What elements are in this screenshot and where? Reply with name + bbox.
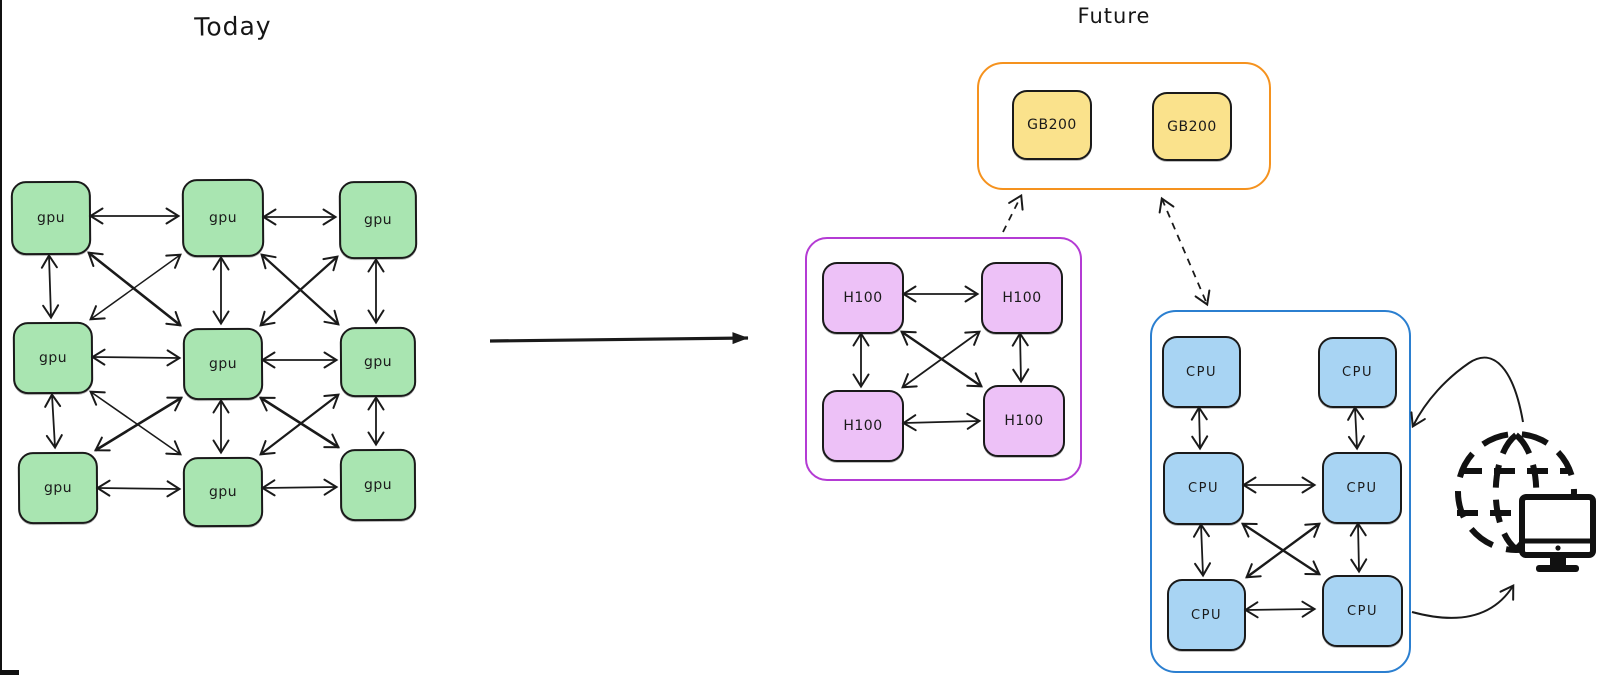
gpu-node: gpu [17, 451, 99, 525]
connection-arrow [40, 253, 60, 320]
monitor-base [1536, 565, 1579, 572]
gpu-node: gpu [182, 327, 264, 401]
gb200-node: GB200 [1152, 92, 1232, 161]
gb200-to-cpu-dashed-arrow [1158, 196, 1211, 307]
connection-arrow [260, 253, 340, 326]
globe-circle [1455, 431, 1577, 553]
connection-arrow [95, 479, 182, 498]
gpu-node: gpu [339, 326, 417, 398]
cpu-node: CPU [1167, 579, 1246, 651]
connection-arrow [93, 396, 184, 452]
cpu-node: CPU [1322, 575, 1403, 647]
globe-monitor-icon [1455, 431, 1596, 572]
future-title: Future [1077, 4, 1151, 28]
h100-node: H100 [822, 262, 904, 334]
gpu-node: gpu [181, 178, 265, 258]
cpu-to-globe-curved-arrow [1411, 583, 1515, 619]
gpu-node: gpu [182, 456, 264, 528]
connection-arrow [90, 348, 182, 367]
globe-meridian-left [1492, 432, 1519, 552]
gpu-node: gpu [10, 180, 92, 256]
globe-to-cpu-curved-arrow [1410, 356, 1524, 429]
globe-meridian-right [1513, 432, 1540, 552]
monitor-screen [1519, 494, 1596, 558]
h100-node: H100 [981, 262, 1063, 334]
gpu-node: gpu [12, 321, 94, 395]
connection-arrow [260, 478, 339, 497]
screen-bottom-edge-strip [0, 670, 19, 675]
gpu-node: gpu [339, 448, 417, 522]
connection-arrow [87, 251, 182, 327]
monitor-camera-dot [1555, 545, 1561, 551]
today-title: Today [194, 11, 272, 42]
h100-node: H100 [822, 390, 904, 462]
h100-to-gb200-dashed-arrow [1002, 193, 1024, 233]
cpu-node: CPU [1318, 337, 1397, 408]
connection-arrow [259, 255, 339, 327]
connection-arrow [89, 253, 182, 321]
cpu-node: CPU [1163, 452, 1244, 525]
screen-left-edge-line [0, 0, 2, 675]
monitor-stand [1550, 556, 1566, 566]
cpu-node: CPU [1322, 452, 1402, 524]
connection-arrow [44, 392, 63, 450]
cpu-node: CPU [1162, 336, 1241, 408]
connection-arrow [89, 390, 182, 456]
connection-arrow [259, 393, 340, 456]
gpu-node: gpu [338, 180, 418, 260]
today-to-future-arrow [489, 332, 749, 345]
gb200-node: GB200 [1012, 90, 1092, 160]
h100-node: H100 [983, 385, 1065, 457]
connection-arrow [258, 396, 341, 449]
